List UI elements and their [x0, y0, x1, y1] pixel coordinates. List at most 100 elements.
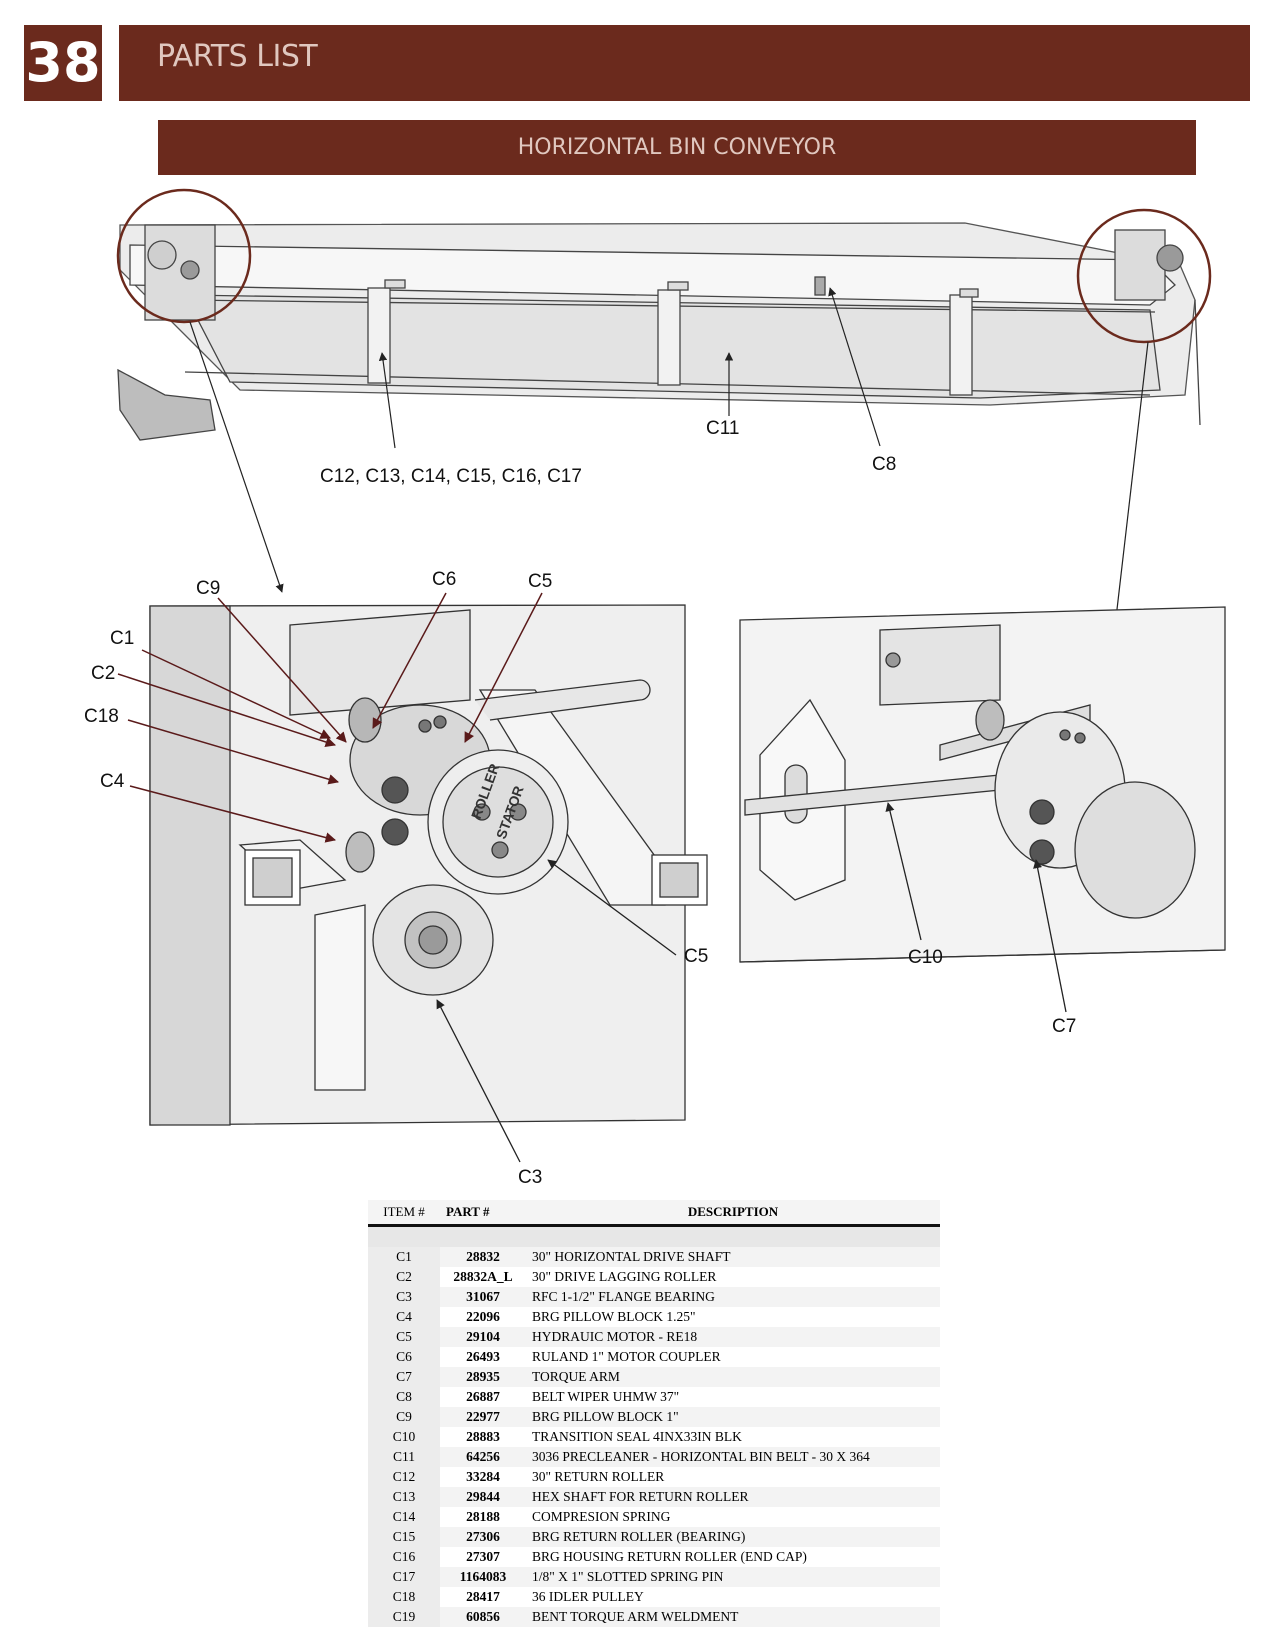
callout-c1: C1	[110, 628, 135, 649]
item-cell: C1	[368, 1247, 440, 1267]
item-cell: C3	[368, 1287, 440, 1307]
table-header-row: ITEM # PART # DESCRIPTION	[368, 1200, 940, 1226]
table-row: C18 28417 36 IDLER PULLEY	[368, 1587, 940, 1607]
part-number-cell: 28935	[440, 1367, 526, 1387]
part-number-cell: 29844	[440, 1487, 526, 1507]
description-cell: 30" DRIVE LAGGING ROLLER	[532, 1269, 717, 1284]
item-cell: C11	[368, 1447, 440, 1467]
conveyor-overview	[117, 222, 1201, 441]
part-number-cell: 22096	[466, 1309, 500, 1324]
detail-circle-right	[1076, 208, 1212, 344]
description-cell: 36 IDLER PULLEY	[532, 1589, 644, 1604]
callout-c5-top: C5	[528, 571, 553, 592]
description-cell: 30" RETURN ROLLER	[532, 1469, 665, 1484]
description-cell: BENT TORQUE ARM WELDMENT	[526, 1607, 940, 1627]
part-number-cell: 33284	[466, 1469, 500, 1484]
header-item: ITEM #	[368, 1200, 440, 1226]
part-number-cell: 28188	[466, 1509, 500, 1524]
description-cell: HYDRAUIC MOTOR - RE18	[526, 1327, 940, 1347]
description-cell: 30" HORIZONTAL DRIVE SHAFT	[526, 1247, 940, 1267]
table-row: C6 26493 RULAND 1" MOTOR COUPLER	[368, 1347, 940, 1367]
item-cell: C17	[368, 1567, 440, 1587]
table-row: C14 28188 COMPRESION SPRING	[368, 1507, 940, 1527]
part-number-cell: 26493	[466, 1349, 500, 1364]
description-cell: BELT WIPER UHMW 37"	[532, 1389, 680, 1404]
part-number-cell: 26887	[466, 1389, 500, 1404]
part-number-cell: 64256	[440, 1447, 526, 1467]
item-cell: C16	[368, 1547, 440, 1567]
header-part: PART #	[440, 1200, 526, 1226]
item-cell: C19	[368, 1607, 440, 1627]
table-rule	[368, 1224, 940, 1247]
item-cell: C6	[368, 1347, 440, 1367]
callout-c3: C3	[518, 1167, 543, 1188]
callout-c10: C10	[908, 947, 943, 968]
part-number-cell: 28417	[466, 1589, 500, 1604]
part-number-cell: 27307	[466, 1549, 500, 1564]
part-number-cell: 27306	[440, 1527, 526, 1547]
part-number-cell: 28883	[466, 1429, 500, 1444]
description-cell: 1/8" X 1" SLOTTED SPRING PIN	[526, 1567, 940, 1587]
part-number-cell: 1164083	[440, 1567, 526, 1587]
item-cell: C8	[368, 1387, 440, 1407]
part-number-cell: 28832	[440, 1247, 526, 1267]
item-cell: C13	[368, 1487, 440, 1507]
table-row: C16 27307 BRG HOUSING RETURN ROLLER (END C…	[368, 1547, 940, 1567]
item-cell: C5	[368, 1327, 440, 1347]
item-cell: C15	[368, 1527, 440, 1547]
right-detail-view	[739, 606, 1226, 963]
section-bar: HORIZONTAL BIN CONVEYOR	[158, 120, 1196, 175]
description-cell: HEX SHAFT FOR RETURN ROLLER	[526, 1487, 940, 1507]
item-cell: C2	[368, 1267, 440, 1287]
callout-c6: C6	[432, 569, 457, 590]
callout-c5-bottom: C5	[684, 946, 709, 967]
part-number-cell: 60856	[440, 1607, 526, 1627]
item-cell: C9	[368, 1407, 440, 1427]
table-row: C8 26887 BELT WIPER UHMW 37"	[368, 1387, 940, 1407]
part-number-cell: 31067	[440, 1287, 526, 1307]
table-row: C4 22096 BRG PILLOW BLOCK 1.25"	[368, 1307, 940, 1327]
left-detail-view	[149, 604, 708, 1126]
description-cell: RULAND 1" MOTOR COUPLER	[532, 1349, 721, 1364]
description-cell: RFC 1-1/2" FLANGE BEARING	[526, 1287, 940, 1307]
section-title: HORIZONTAL BIN CONVEYOR	[517, 135, 837, 160]
callout-c4: C4	[100, 771, 125, 792]
description-cell: TRANSITION SEAL 4INX33IN BLK	[532, 1429, 742, 1444]
callout-c12-c17: C12, C13, C14, C15, C16, C17	[320, 466, 582, 487]
page-title: PARTS LIST	[157, 39, 318, 74]
item-cell: C12	[368, 1467, 440, 1487]
header-bar: PARTS LIST	[119, 25, 1250, 101]
item-cell: C4	[368, 1307, 440, 1327]
item-cell: C18	[368, 1587, 440, 1607]
callout-c2: C2	[91, 663, 116, 684]
callout-c18: C18	[84, 706, 119, 727]
item-cell: C10	[368, 1427, 440, 1447]
description-cell: 3036 PRECLEANER - HORIZONTAL BIN BELT - …	[526, 1447, 940, 1467]
part-number-cell: 22977	[440, 1407, 526, 1427]
table-row: C10 28883 TRANSITION SEAL 4INX33IN BLK	[368, 1427, 940, 1447]
item-cell: C14	[368, 1507, 440, 1527]
description-cell: COMPRESION SPRING	[532, 1509, 671, 1524]
description-cell: BRG PILLOW BLOCK 1.25"	[532, 1309, 696, 1324]
description-cell: BRG HOUSING RETURN ROLLER (END CAP)	[532, 1549, 807, 1564]
description-cell: BRG RETURN ROLLER (BEARING)	[526, 1527, 940, 1547]
callout-c11: C11	[706, 418, 740, 439]
callout-c7: C7	[1052, 1016, 1077, 1037]
description-cell: BRG PILLOW BLOCK 1"	[526, 1407, 940, 1427]
description-cell: TORQUE ARM	[526, 1367, 940, 1387]
detail-circle-left	[116, 188, 252, 324]
item-cell: C7	[368, 1367, 440, 1387]
header-description: DESCRIPTION	[526, 1200, 940, 1226]
